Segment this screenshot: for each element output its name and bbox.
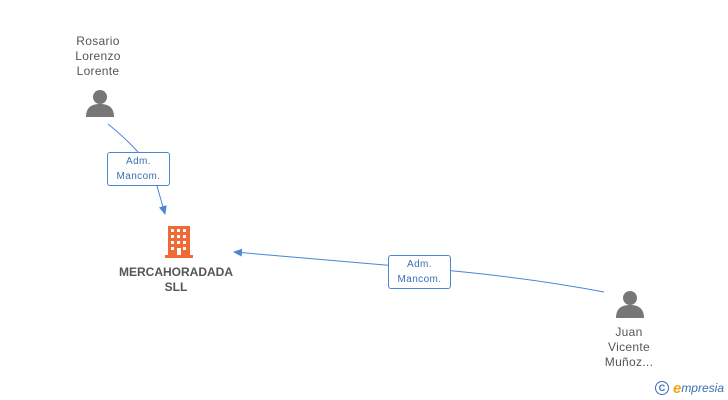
name-line: Rosario [76, 34, 120, 48]
company-name-line: MERCAHORADADA [119, 265, 233, 279]
company-name[interactable]: MERCAHORADADA SLL [106, 265, 246, 295]
name-line: Vicente [608, 340, 650, 354]
name-line: Lorenzo [75, 49, 121, 63]
edge-label-line: Adm. [126, 156, 151, 167]
person-icon[interactable] [86, 90, 114, 117]
building-icon[interactable] [165, 226, 193, 258]
copyright-icon: C [654, 381, 669, 395]
edge-label-line: Mancom. [116, 171, 161, 182]
person-icon[interactable] [616, 291, 644, 318]
brand-initial: e [672, 379, 682, 397]
name-line: Muñoz... [604, 355, 654, 369]
edge-label-line: Adm. [407, 259, 432, 270]
edge-label-rosario[interactable]: Adm. Mancom. [107, 152, 170, 186]
company-name-line: SLL [164, 280, 188, 294]
edge-label-line: Mancom. [397, 274, 442, 285]
name-line: Juan [615, 325, 643, 339]
brand-logo[interactable]: C e mpresia [654, 379, 724, 397]
brand-name: mpresia [681, 381, 724, 395]
edge-label-juan[interactable]: Adm. Mancom. [388, 255, 451, 289]
name-line: Lorente [76, 64, 120, 78]
person-name-rosario[interactable]: Rosario Lorenzo Lorente [58, 34, 138, 79]
person-name-juan[interactable]: Juan Vicente Muñoz... [589, 325, 669, 370]
